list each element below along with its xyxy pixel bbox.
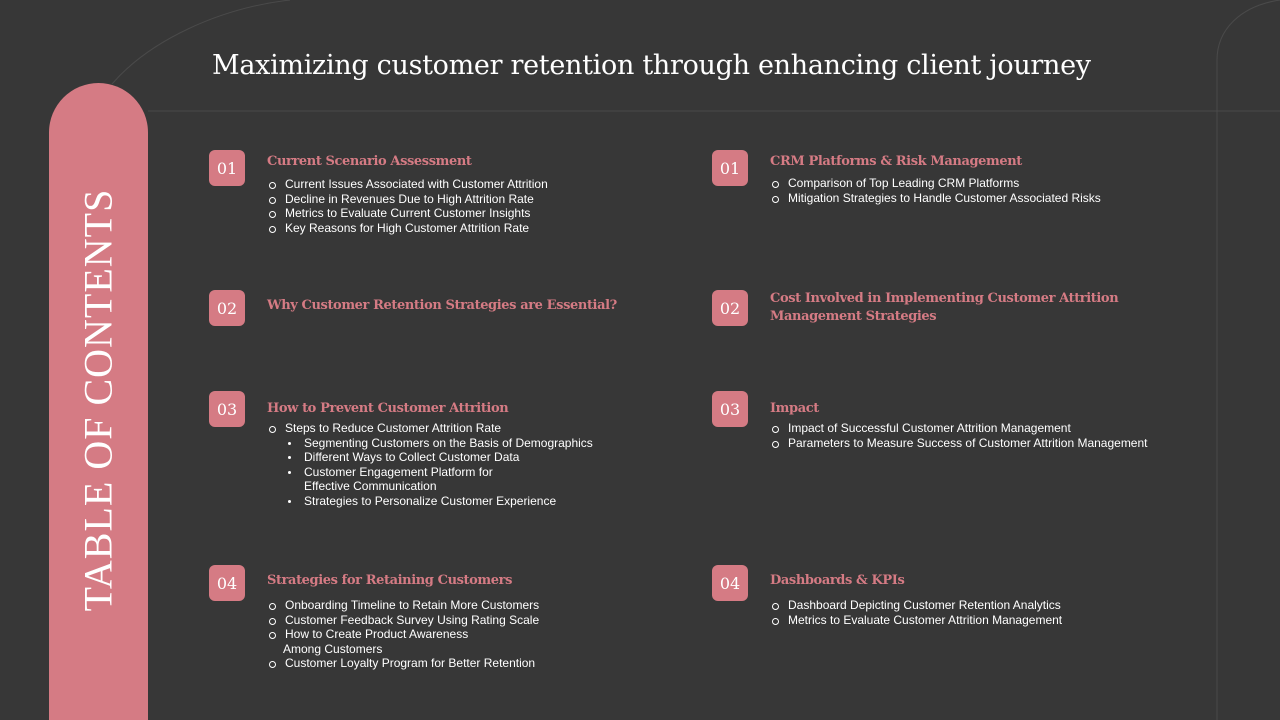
list-item: Mitigation Strategies to Handle Customer… xyxy=(770,191,1101,206)
section-heading: How to Prevent Customer Attrition xyxy=(267,401,509,416)
list-item: Customer Feedback Survey Using Rating Sc… xyxy=(267,613,539,628)
section-number: 04 xyxy=(209,565,245,601)
section-heading: Dashboards & KPIs xyxy=(770,573,905,588)
list-subitem: Customer Engagement Platform for xyxy=(267,465,593,480)
list-item: Parameters to Measure Success of Custome… xyxy=(770,436,1148,451)
section-items: Onboarding Timeline to Retain More Custo… xyxy=(267,598,539,671)
section-number: 02 xyxy=(712,290,748,326)
list-item: Decline in Revenues Due to High Attritio… xyxy=(267,192,548,207)
page-title: Maximizing customer retention through en… xyxy=(212,50,1091,81)
section-heading-line: Cost Involved in Implementing Customer A… xyxy=(770,291,1119,306)
list-item: Comparison of Top Leading CRM Platforms xyxy=(770,176,1101,191)
section-number: 01 xyxy=(712,150,748,186)
section-heading: Cost Involved in Implementing Customer A… xyxy=(770,290,1150,326)
list-subitem: Strategies to Personalize Customer Exper… xyxy=(267,494,593,509)
table-of-contents-band xyxy=(49,83,148,720)
table-of-contents-label: TABLE OF CONTENTS xyxy=(75,188,121,612)
section-heading: Impact xyxy=(770,401,819,416)
section-items: Steps to Reduce Customer Attrition Rate … xyxy=(267,421,593,508)
list-item: Onboarding Timeline to Retain More Custo… xyxy=(267,598,539,613)
list-subitem: Different Ways to Collect Customer Data xyxy=(267,450,593,465)
list-item: Impact of Successful Customer Attrition … xyxy=(770,421,1148,436)
section-heading-line: Management Strategies xyxy=(770,309,937,324)
section-heading: Why Customer Retention Strategies are Es… xyxy=(267,298,617,313)
section-items: Comparison of Top Leading CRM Platforms … xyxy=(770,176,1101,205)
section-heading: CRM Platforms & Risk Management xyxy=(770,154,1022,169)
list-item: How to Create Product Awareness xyxy=(267,627,539,642)
list-item: Steps to Reduce Customer Attrition Rate xyxy=(267,421,593,436)
section-number: 01 xyxy=(209,150,245,186)
list-item: Current Issues Associated with Customer … xyxy=(267,177,548,192)
section-heading: Current Scenario Assessment xyxy=(267,154,472,169)
section-number: 03 xyxy=(712,391,748,427)
section-items: Current Issues Associated with Customer … xyxy=(267,177,548,235)
list-item: Key Reasons for High Customer Attrition … xyxy=(267,221,548,236)
list-item: Dashboard Depicting Customer Retention A… xyxy=(770,598,1062,613)
section-items: Impact of Successful Customer Attrition … xyxy=(770,421,1148,450)
list-item: Metrics to Evaluate Current Customer Ins… xyxy=(267,206,548,221)
list-item-continuation: Among Customers xyxy=(283,641,383,656)
list-item: Metrics to Evaluate Customer Attrition M… xyxy=(770,613,1062,628)
list-subitem-continuation: Effective Communication xyxy=(304,479,437,493)
section-items: Dashboard Depicting Customer Retention A… xyxy=(770,598,1062,627)
section-number: 02 xyxy=(209,290,245,326)
section-number: 03 xyxy=(209,391,245,427)
list-subitem: Segmenting Customers on the Basis of Dem… xyxy=(267,436,593,451)
section-heading: Strategies for Retaining Customers xyxy=(267,573,513,588)
list-item: Customer Loyalty Program for Better Rete… xyxy=(267,656,539,671)
section-number: 04 xyxy=(712,565,748,601)
